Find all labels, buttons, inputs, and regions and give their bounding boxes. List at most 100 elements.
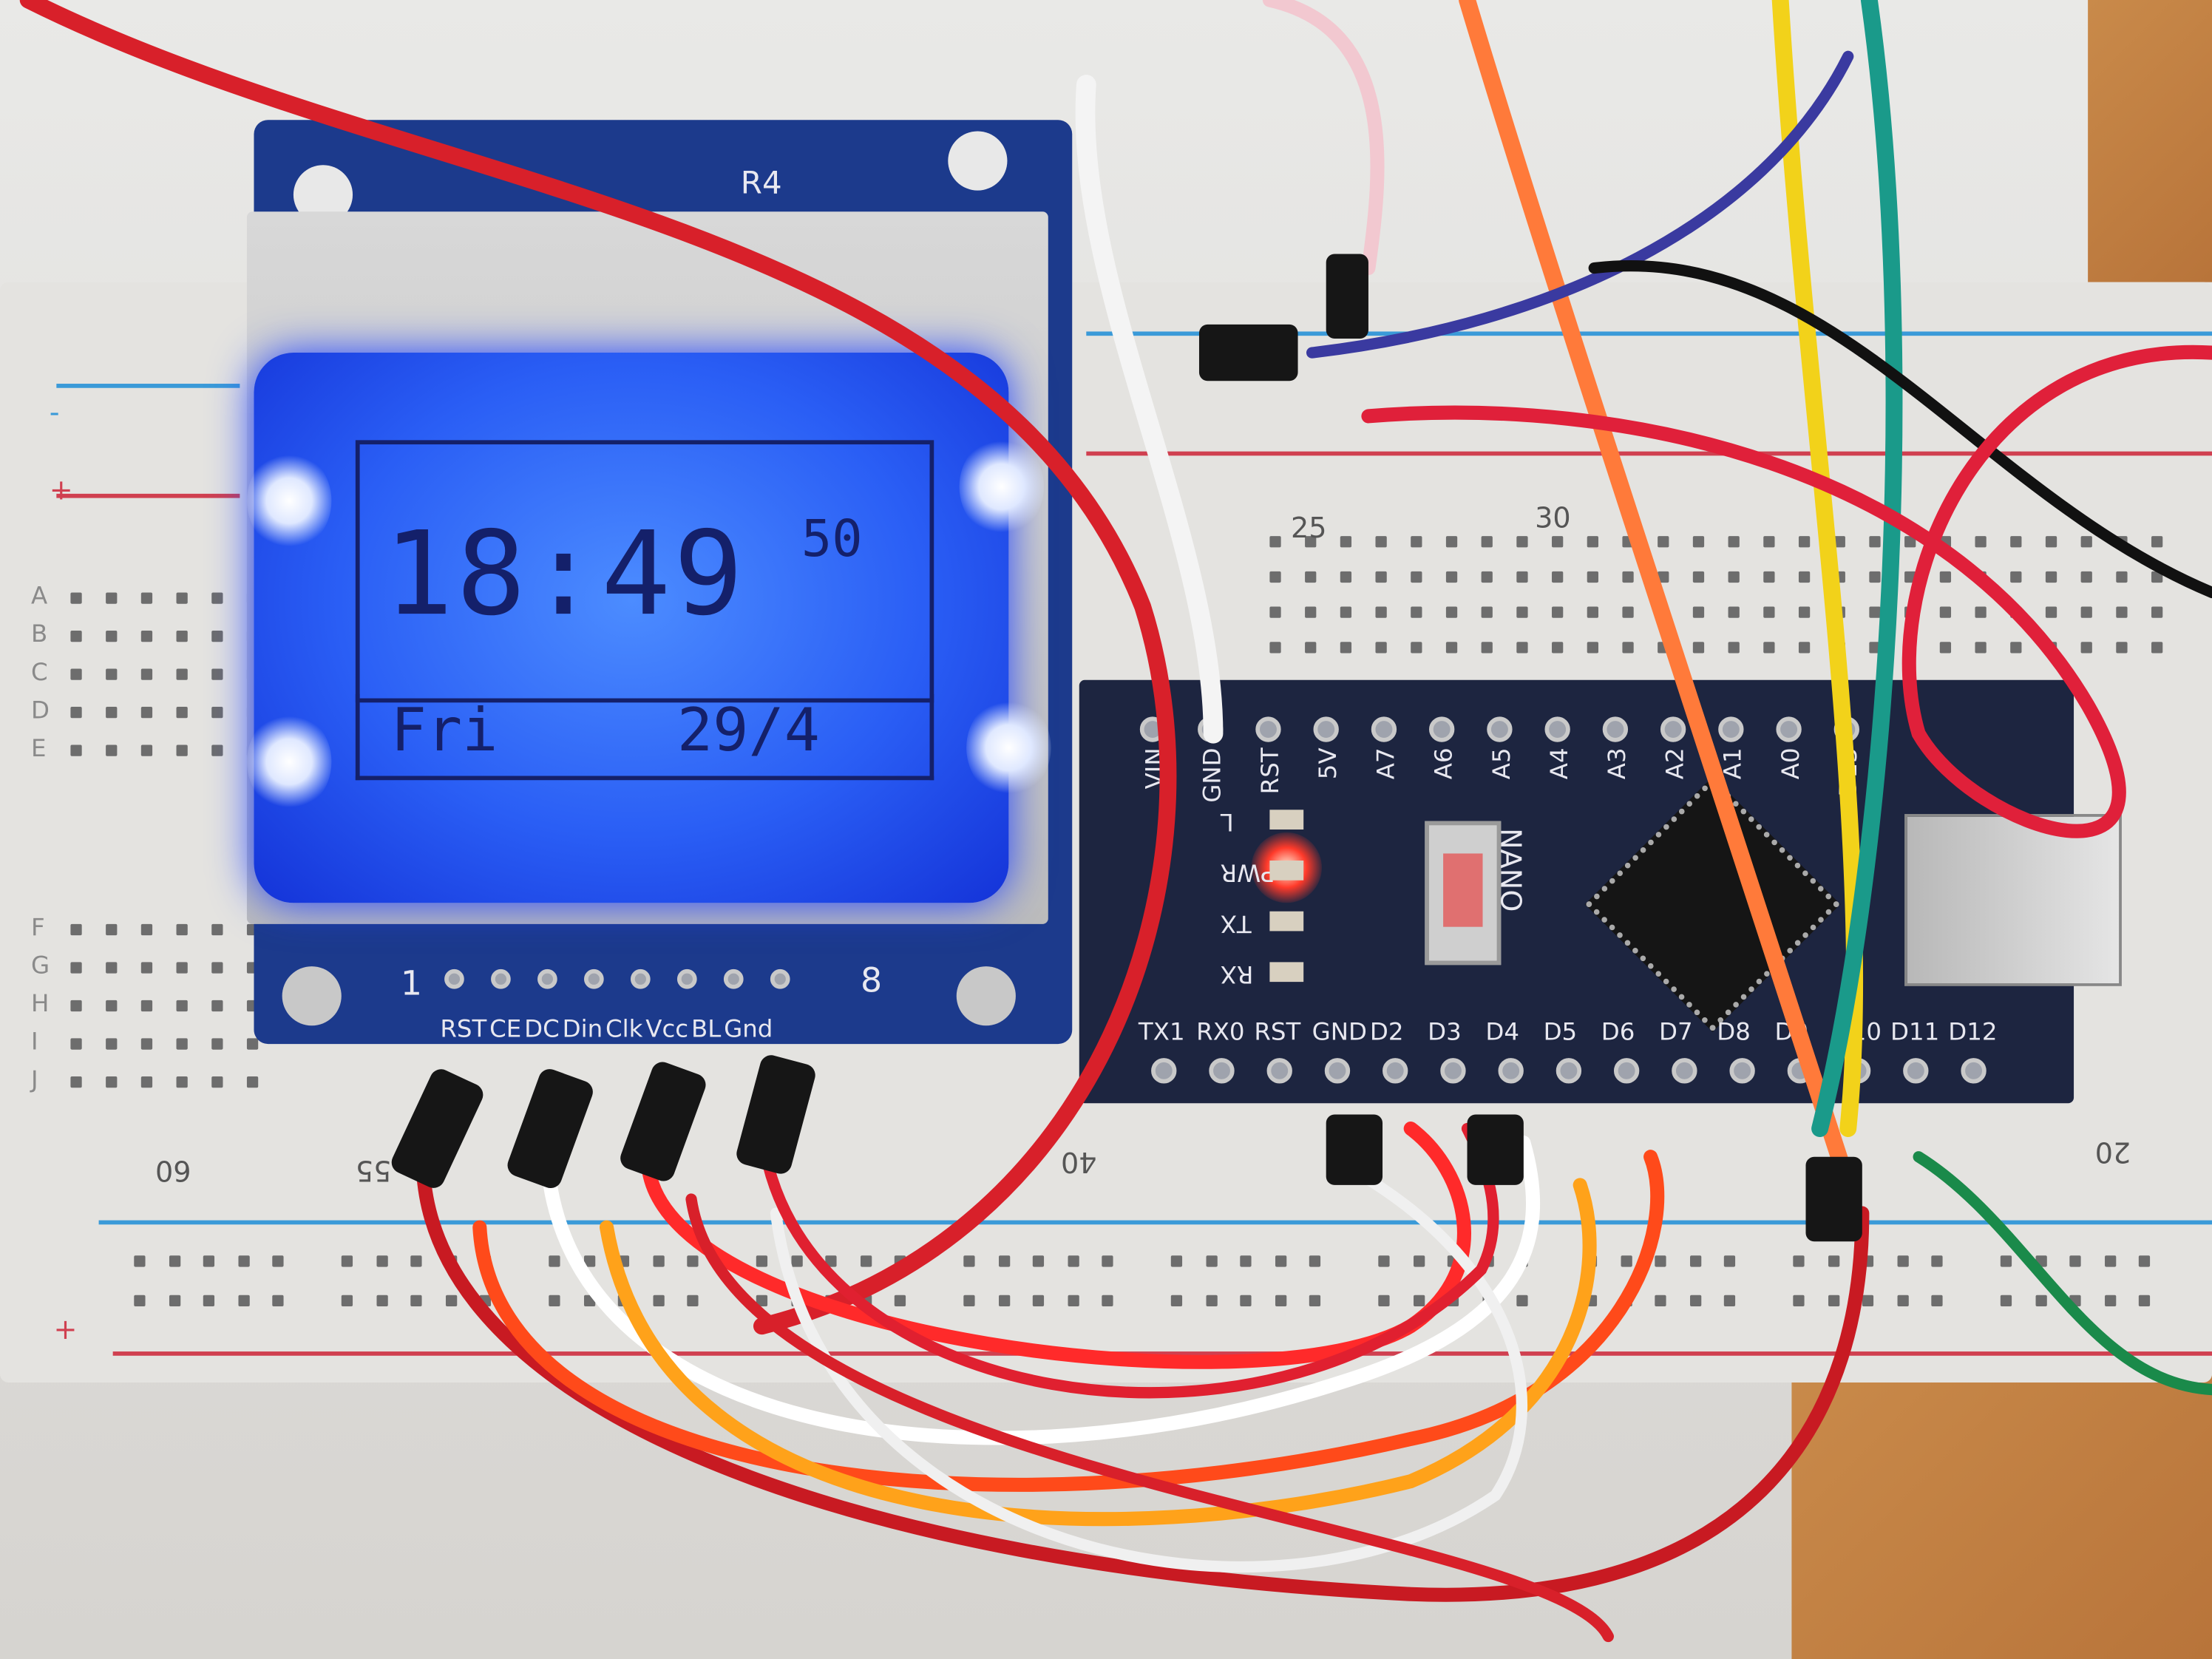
breadboard-hole: [1275, 1255, 1286, 1267]
breadboard-hole: [410, 1255, 422, 1267]
row-letter: C: [30, 659, 48, 688]
breadboard-hole: [2010, 536, 2022, 548]
nano-pin[interactable]: [1660, 716, 1686, 742]
nano-pin-label: TX1: [1138, 1018, 1185, 1047]
breadboard-hole: [140, 1076, 153, 1088]
nano-pin[interactable]: [1371, 716, 1397, 742]
reset-button[interactable]: [1425, 821, 1502, 966]
breadboard-hole: [1481, 606, 1493, 618]
lcd-header-pin[interactable]: [583, 968, 604, 989]
nano-pin[interactable]: [1440, 1058, 1466, 1084]
nano-pin-label: D6: [1601, 1018, 1635, 1047]
breadboard-hole: [2116, 571, 2128, 583]
wire-white-top[interactable]: [1075, 75, 1224, 744]
breadboard-hole: [1305, 642, 1317, 654]
wire-green[interactable]: [1913, 1151, 2212, 1396]
wire-red-long[interactable]: [19, 0, 1177, 1335]
nano-pin[interactable]: [1382, 1058, 1408, 1084]
nano-pin[interactable]: [1903, 1058, 1929, 1084]
nano-pin[interactable]: [1324, 1058, 1351, 1084]
wire-orange-bottom[interactable]: [472, 1150, 1665, 1492]
nano-pin[interactable]: [1544, 716, 1570, 742]
breadboard-hole: [825, 1255, 837, 1267]
lcd-header-pin[interactable]: [537, 968, 557, 989]
breadboard-hole: [1975, 536, 1987, 548]
wire-white-bottom-2[interactable]: [770, 1165, 1527, 1573]
lcd-header-pin[interactable]: [630, 968, 651, 989]
wire-red-bottom-2[interactable]: [642, 1122, 1471, 1369]
wire-red-right[interactable]: [1361, 345, 2212, 838]
nano-pin-label: D3: [1428, 1018, 1462, 1047]
breadboard-hole: [1481, 642, 1493, 654]
backlight-led: [959, 437, 1045, 537]
nano-pin[interactable]: [1255, 716, 1281, 742]
breadboard-hole: [176, 592, 188, 604]
wire-pink-top[interactable]: [1262, 0, 1385, 276]
lcd-header-pin[interactable]: [723, 968, 744, 989]
breadboard-hole: [1692, 642, 1705, 654]
pin-eight-label: 8: [861, 960, 883, 1000]
nano-pin[interactable]: [1151, 1058, 1177, 1084]
breadboard-hole: [272, 1255, 284, 1267]
nano-pin[interactable]: [1729, 1058, 1755, 1084]
breadboard-hole: [1378, 1295, 1390, 1306]
nano-pin[interactable]: [1672, 1058, 1697, 1084]
wire-black[interactable]: [1588, 260, 2212, 599]
nano-pin[interactable]: [1498, 1058, 1524, 1084]
breadboard-hole: [211, 744, 223, 756]
nano-pin[interactable]: [1602, 716, 1629, 742]
breadboard-hole: [1587, 536, 1598, 548]
breadboard-hole: [1587, 571, 1598, 583]
breadboard-hole: [998, 1295, 1010, 1306]
breadboard-hole: [203, 1255, 215, 1267]
breadboard-hole: [1445, 606, 1458, 618]
breadboard-hole: [1793, 1255, 1805, 1267]
nano-pin[interactable]: [1487, 716, 1513, 742]
nano-pin[interactable]: [1961, 1058, 1987, 1084]
wire-purple[interactable]: [1306, 50, 1854, 359]
breadboard-hole: [1798, 606, 1811, 618]
breadboard-hole: [1763, 571, 1775, 583]
breadboard-hole: [2035, 1295, 2046, 1306]
breadboard-hole: [1869, 536, 1881, 548]
wire-red-bottom-3[interactable]: [756, 1122, 1499, 1399]
lcd-seconds: 50: [801, 510, 863, 569]
nano-pin[interactable]: [1718, 716, 1744, 742]
nano-pin[interactable]: [1266, 1058, 1292, 1084]
lcd-pin-label: BL: [691, 1015, 722, 1045]
nano-pin-label: D11: [1890, 1018, 1940, 1047]
lcd-header-pin[interactable]: [770, 968, 790, 989]
breadboard-hole: [211, 1038, 223, 1050]
wire-red-bottom-4[interactable]: [685, 1193, 1614, 1643]
breadboard-hole: [963, 1295, 975, 1306]
breadboard-hole: [376, 1295, 387, 1306]
breadboard-hole: [1445, 571, 1458, 583]
wire-teal[interactable]: [1811, 0, 1903, 1138]
breadboard-hole: [2069, 1255, 2081, 1267]
breadboard-hole: [1411, 606, 1422, 618]
breadboard-hole: [1622, 571, 1634, 583]
breadboard-hole: [998, 1255, 1010, 1267]
nano-pin[interactable]: [1429, 716, 1455, 742]
nano-pin[interactable]: [1613, 1058, 1640, 1084]
breadboard-hole: [1763, 642, 1775, 654]
lcd-header-pin[interactable]: [444, 968, 464, 989]
breadboard-hole: [1305, 536, 1317, 548]
wire-red-bottom-loop[interactable]: [415, 1164, 1870, 1602]
nano-pin[interactable]: [1555, 1058, 1582, 1084]
breadboard-hole: [1689, 1295, 1701, 1306]
nano-pin[interactable]: [1209, 1058, 1235, 1084]
lcd-header-pin[interactable]: [676, 968, 697, 989]
wire-yellow[interactable]: [1771, 0, 1864, 1138]
lcd-header-pin[interactable]: [491, 968, 511, 989]
wire-orange-diag[interactable]: [1459, 0, 1857, 1194]
breadboard-hole: [1587, 606, 1598, 618]
nano-pin[interactable]: [1776, 716, 1802, 742]
breadboard-hole: [70, 592, 82, 604]
time-frame: [355, 440, 934, 703]
nano-pin[interactable]: [1313, 716, 1339, 742]
row-letter: B: [30, 620, 48, 649]
date-frame: [355, 693, 934, 781]
nano-pin-label: RX0: [1196, 1018, 1245, 1047]
